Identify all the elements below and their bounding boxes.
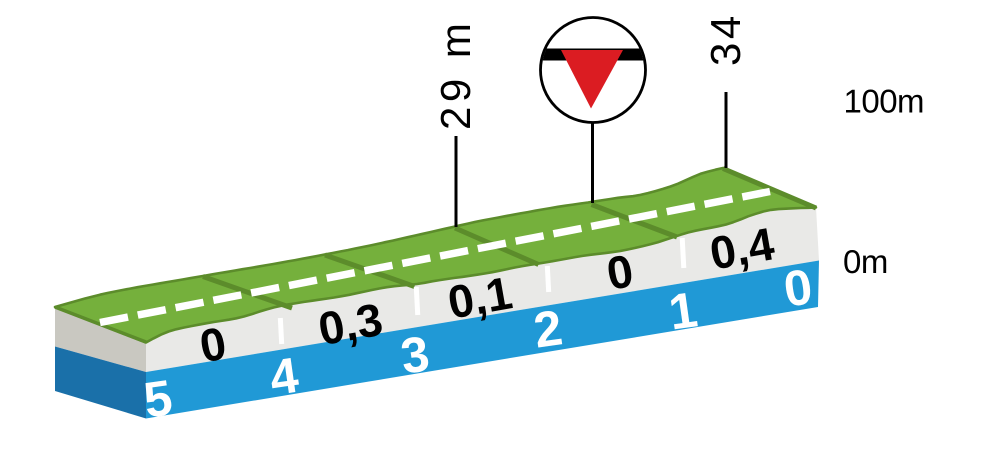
svg-text:34: 34 bbox=[702, 12, 749, 66]
svg-text:0,1: 0,1 bbox=[444, 266, 516, 328]
svg-text:0,3: 0,3 bbox=[314, 293, 386, 355]
svg-text:0m: 0m bbox=[843, 243, 888, 280]
svg-text:100m: 100m bbox=[844, 83, 925, 120]
svg-text:29 m: 29 m bbox=[432, 19, 479, 130]
svg-text:0,4: 0,4 bbox=[706, 217, 778, 279]
